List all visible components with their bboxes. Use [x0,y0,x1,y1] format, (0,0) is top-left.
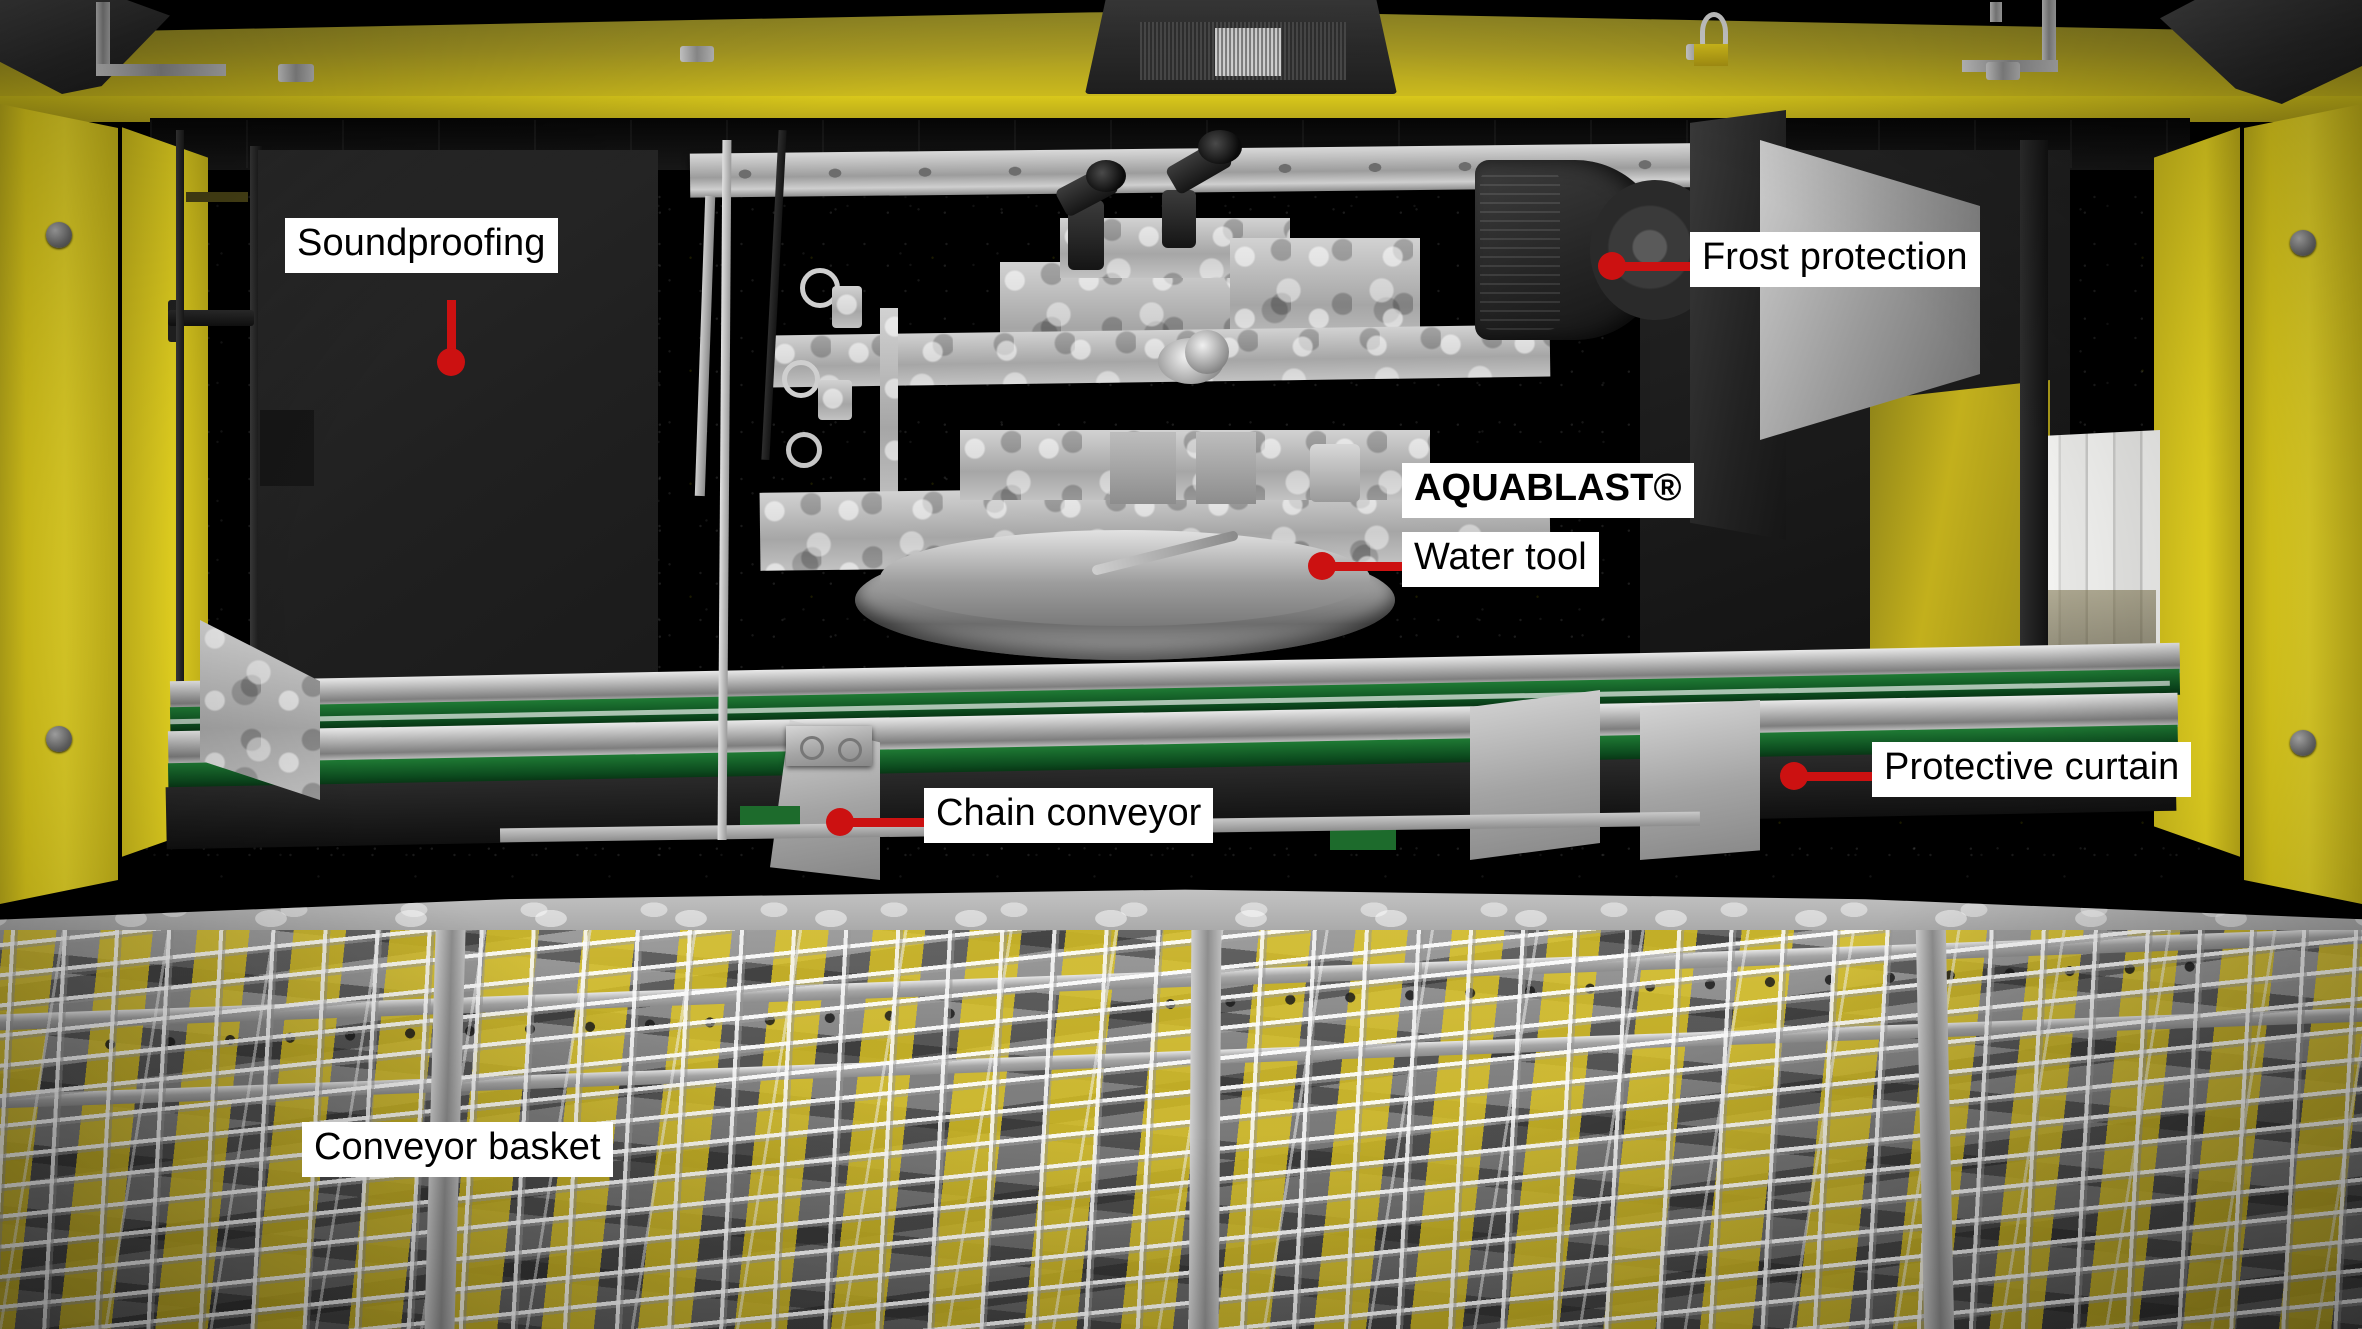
mount-bracket-right [2042,0,2056,70]
callout-leader-chain-conveyor [846,818,928,827]
roof-fixing-2 [680,46,714,62]
callout-label-aquablast: AQUABLAST® [1402,463,1694,518]
blower-cooling-fins [1480,170,1560,330]
frame-pillar-right-outer [2244,104,2362,904]
door-latch-plate [260,410,314,486]
callout-leader-protective-curtain [1800,772,1882,781]
curtain-mounting-post [2020,140,2048,740]
eye-bolt-3 [786,432,822,468]
nozzle-body-right [1162,190,1196,248]
chain-conveyor-plate-c [1640,700,1760,860]
mount-bracket-left [96,2,110,74]
callout-leader-soundproofing [447,300,456,360]
callout-leader-water-tool [1328,562,1410,571]
lifting-eye-base [1694,44,1728,66]
plate-hole-a2 [838,738,862,762]
rotating-turntable-inner [880,530,1370,626]
callout-label-conveyor-basket: Conveyor basket [302,1122,613,1177]
basket-divider-post-2 [1188,930,1222,1329]
tray-bracket-b [1196,432,1256,504]
chain-conveyor-plate-b [1470,690,1600,860]
nozzle-tip-right [1198,130,1242,164]
callout-label-water-tool: Water tool [1402,532,1599,587]
spindle-cap [1185,330,1229,374]
callout-dot-icon-soundproofing [437,348,465,376]
roof-fixing-4 [1986,62,2020,80]
door-handle [168,310,254,326]
callout-label-chain-conveyor: Chain conveyor [924,788,1214,843]
callout-label-protective-curtain: Protective curtain [1872,742,2192,797]
hydraulic-cylinder [1310,444,1360,502]
nozzle-tip-left [1086,160,1126,192]
roof-fixing-1 [278,64,314,82]
door-frame-rail [176,130,184,710]
mount-bracket-left-arm [96,64,226,76]
callout-leader-frost-protection [1618,262,1704,271]
tray-bracket-a [1110,432,1176,504]
machine-roof-front-edge [0,96,2362,122]
plate-hole-a1 [800,736,824,760]
conveyor-basket-assembly [0,930,2362,1329]
extraction-hood-highlight [1215,28,1281,76]
callout-label-soundproofing: Soundproofing [285,218,558,273]
insulation-strip [186,192,248,202]
frame-pillar-left-outer [0,104,118,904]
mount-bracket-right-stub [1990,2,2002,22]
eye-bolt-2 [782,360,820,398]
clamp-collar-1 [832,286,862,328]
callout-label-frost-protection: Frost protection [1690,232,1980,287]
clamp-collar-2 [818,380,852,420]
vertical-guide-plate [880,308,898,508]
